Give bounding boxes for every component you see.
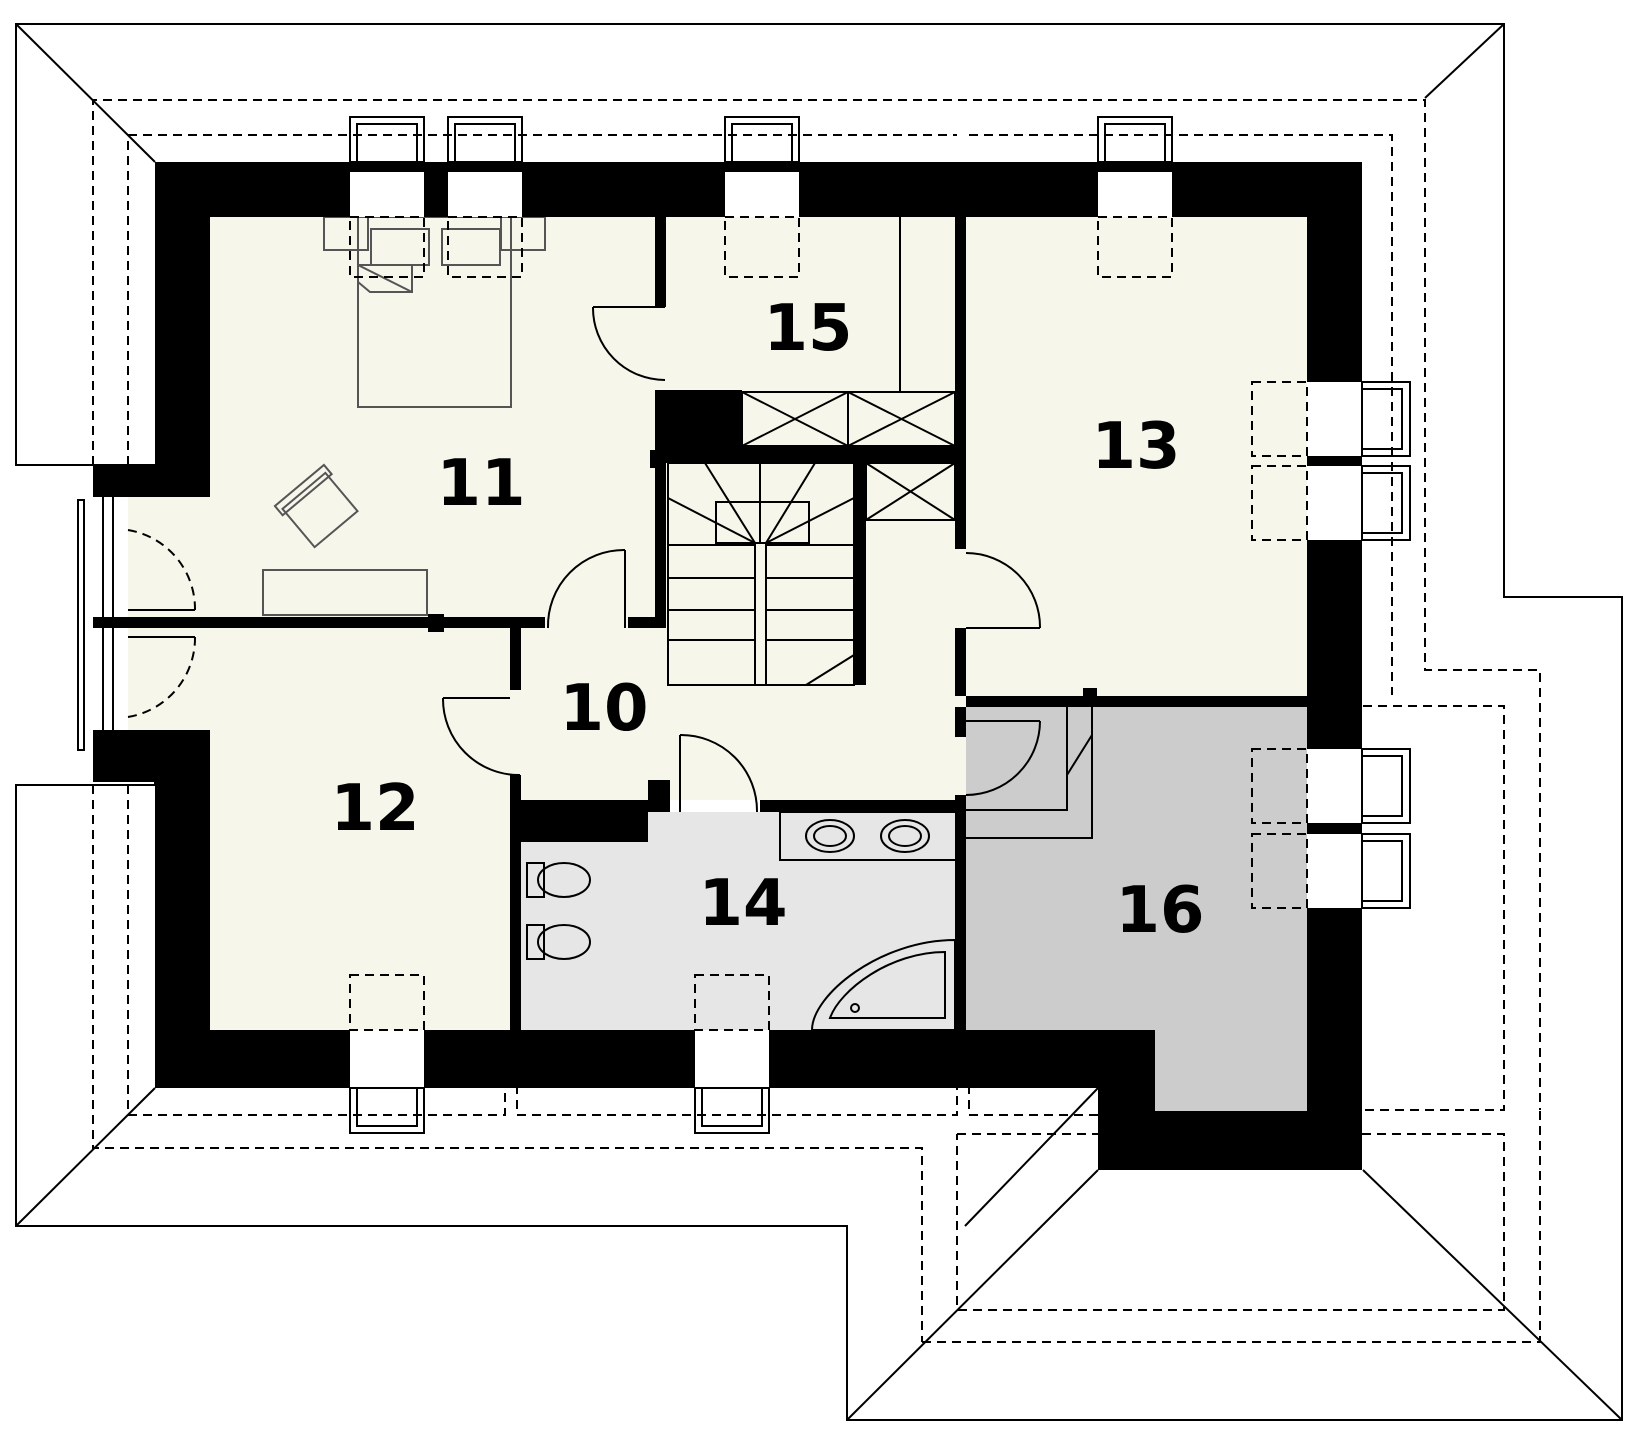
window-top-4 — [1097, 116, 1173, 278]
room-label-12: 12 — [330, 772, 419, 846]
balcony-door-left — [77, 497, 210, 751]
window-top-2 — [447, 116, 523, 278]
room-label-16: 16 — [1115, 874, 1204, 948]
room-label-14: 14 — [698, 867, 787, 941]
eaves-lines — [92, 99, 1541, 1343]
doors — [127, 306, 1042, 813]
window-right-3 — [1251, 748, 1411, 824]
room-label-15: 15 — [763, 292, 852, 366]
room-label-13: 13 — [1091, 410, 1180, 484]
window-top-1 — [349, 116, 425, 278]
service-room-fill — [966, 707, 1307, 1111]
room-label-10: 10 — [559, 672, 648, 746]
room-fills — [128, 217, 1307, 1111]
room-label-11: 11 — [436, 447, 525, 521]
window-top-3 — [724, 116, 800, 278]
windows — [77, 116, 1411, 1134]
room-labels: 10 11 12 13 14 15 16 — [330, 292, 1204, 948]
window-right-2 — [1251, 465, 1411, 541]
walls — [93, 162, 1362, 1170]
window-right-4 — [1251, 833, 1411, 909]
window-bottom-1 — [349, 974, 425, 1134]
bathroom-fill — [520, 812, 963, 1030]
window-right-1 — [1251, 381, 1411, 457]
window-bottom-2 — [694, 974, 770, 1134]
living-area-fill — [128, 217, 1307, 1030]
